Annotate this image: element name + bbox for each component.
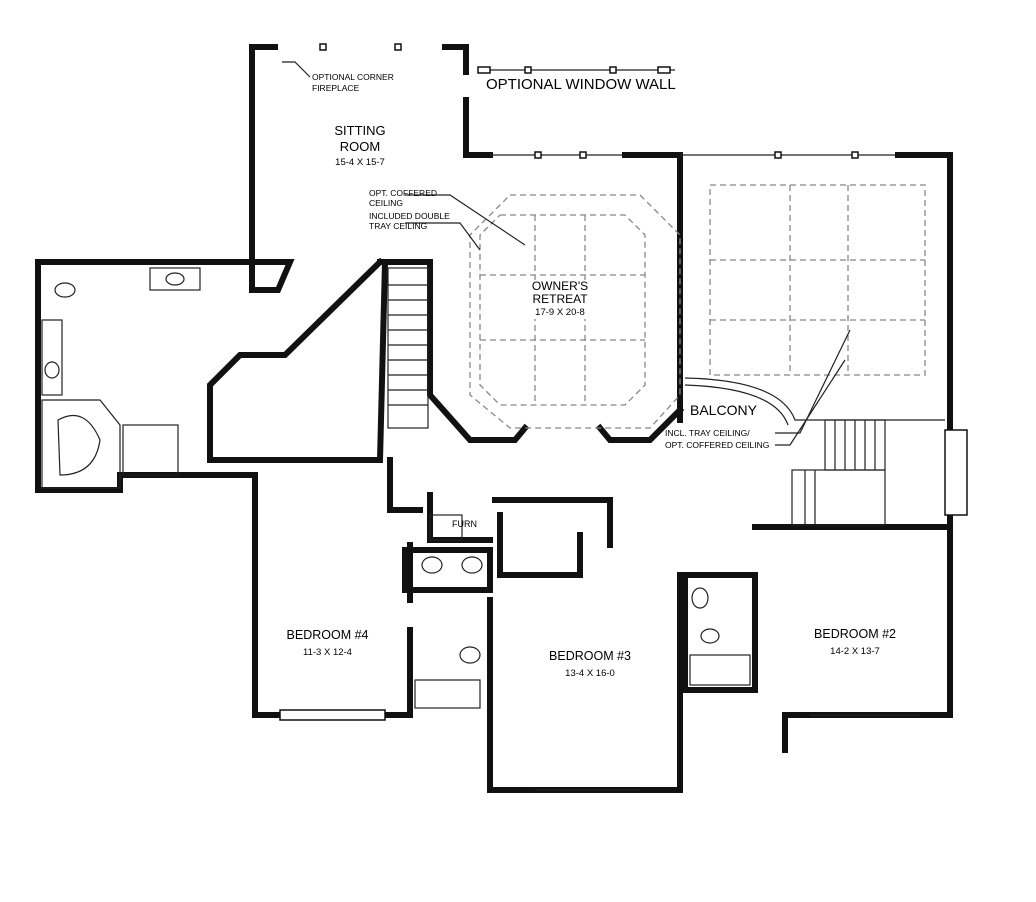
sitting-room-name-1: SITTING	[334, 123, 386, 138]
balcony-ceiling	[684, 184, 945, 426]
sitting-room-name-2: ROOM	[339, 139, 381, 154]
bedroom-3-size: 13-4 X 16-0	[565, 668, 615, 679]
fireplace-note: OPTIONAL CORNER FIREPLACE	[312, 72, 394, 94]
owners-retreat-size: 17-9 X 20-8	[535, 307, 585, 318]
leader-lines	[282, 61, 851, 446]
fireplace-note-line1: OPTIONAL CORNER	[312, 72, 394, 82]
coffered-note-line2: CEILING	[369, 198, 404, 208]
bedroom-2-name: BEDROOM #2	[814, 627, 896, 641]
tray-note-line1: INCLUDED DOUBLE	[369, 211, 450, 221]
furnace-label: FURN	[452, 519, 477, 529]
optional-window-wall-note: OPTIONAL WINDOW WALL	[486, 76, 676, 93]
sitting-room-size: 15-4 X 15-7	[335, 157, 385, 168]
balcony-note-line1: INCL. TRAY CEILING/	[665, 428, 750, 438]
sitting-room-label: SITTING ROOM 15-4 X 15-7	[320, 123, 400, 171]
owners-retreat-name-2: RETREAT	[532, 292, 588, 306]
bedroom-4-label: BEDROOM #4 11-3 X 12-4	[270, 627, 385, 661]
windows	[279, 43, 968, 791]
balcony-label: BALCONY	[690, 402, 757, 418]
bedroom-3-name: BEDROOM #3	[549, 649, 631, 663]
bedroom-2-label: BEDROOM #2 14-2 X 13-7	[795, 626, 915, 660]
tray-note-line2: TRAY CEILING	[369, 221, 428, 231]
balcony-note-line2: OPT. COFFERED CEILING	[665, 440, 770, 450]
coffered-note-line1: OPT. COFFERED	[369, 188, 438, 198]
bedroom-4-size: 11-3 X 12-4	[303, 647, 352, 658]
bedroom-4-name: BEDROOM #4	[286, 628, 369, 642]
coffered-ceiling-note: OPT. COFFERED CEILING INCLUDED DOUBLE TR…	[369, 188, 450, 231]
walls	[35, 44, 953, 793]
fixtures	[41, 267, 751, 709]
bedroom-3-label: BEDROOM #3 13-4 X 16-0	[530, 648, 650, 682]
bedroom-2-size: 14-2 X 13-7	[830, 646, 880, 657]
stairs	[387, 267, 886, 526]
owners-retreat-label: OWNER'S RETREAT 17-9 X 20-8	[520, 280, 600, 319]
balcony-ceiling-note: INCL. TRAY CEILING/ OPT. COFFERED CEILIN…	[665, 427, 769, 451]
fireplace-note-line2: FIREPLACE	[312, 83, 360, 93]
owners-retreat-name-1: OWNER'S	[531, 279, 589, 293]
